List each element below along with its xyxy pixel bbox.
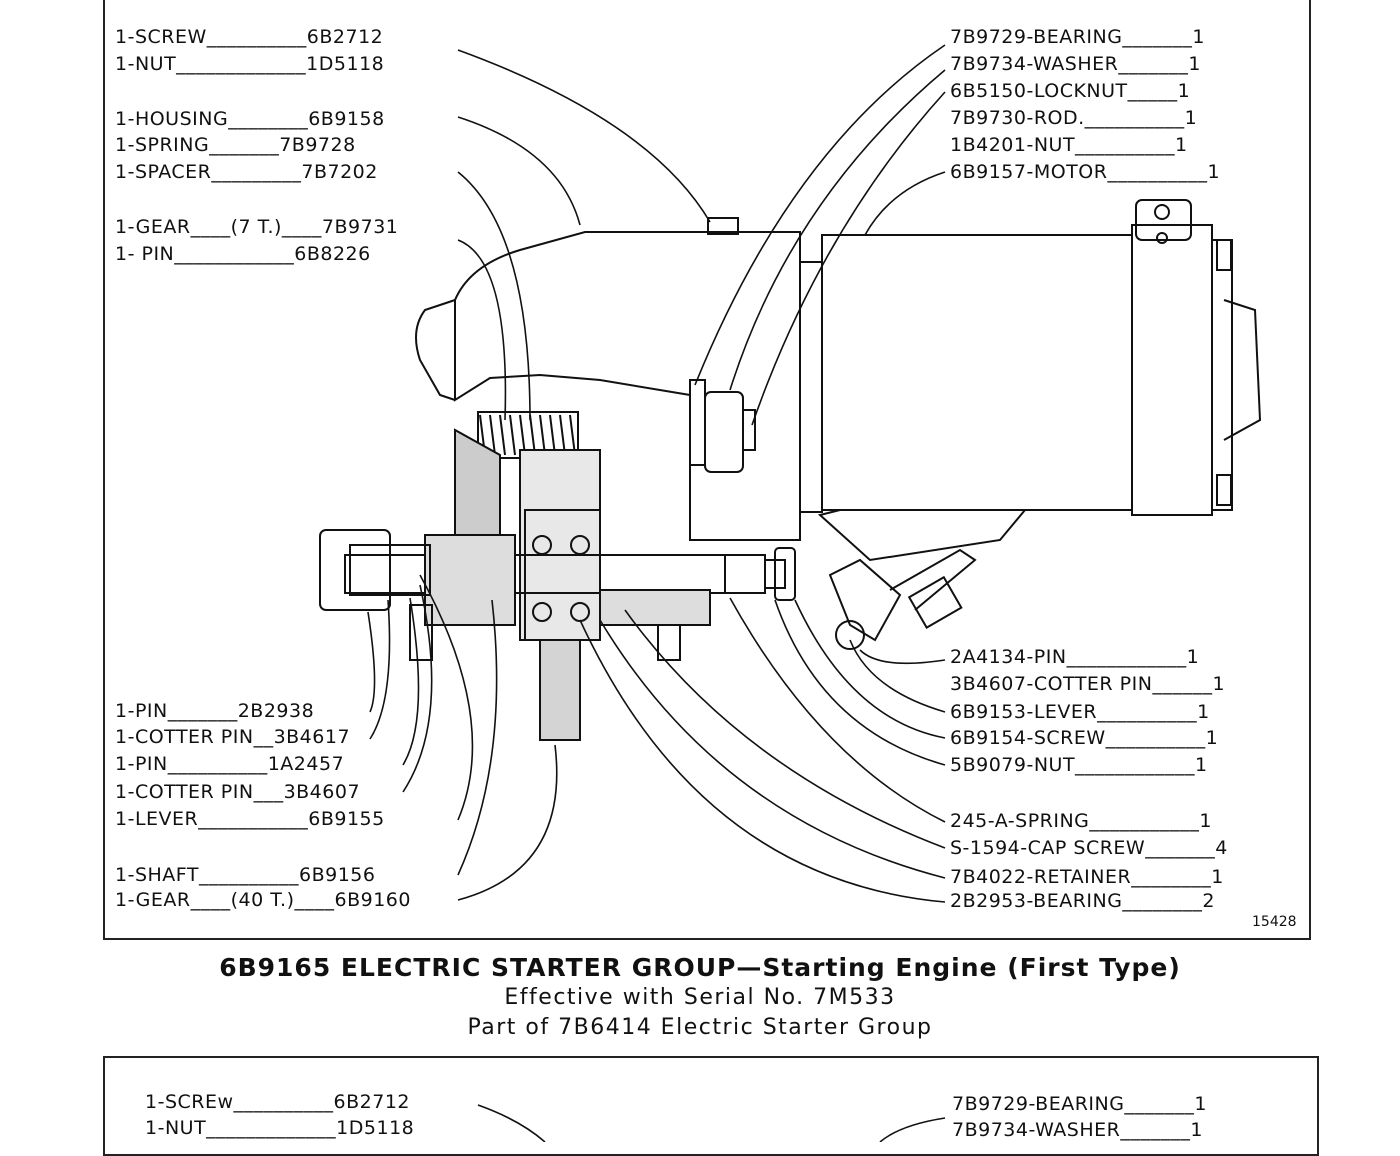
part-label-spring: 1-SPRING_______7B9728 [115,134,356,156]
part-label-cotter-pin: 1-COTTER PIN__3B4617 [115,726,351,748]
part-label-nut: 1-NUT_____________1D5118 [115,53,385,75]
part-label-cotter-pin-2: 1-COTTER PIN___3B4607 [115,781,361,803]
part-label-spacer: 1-SPACER_________7B7202 [115,161,378,183]
large-gear [539,639,581,741]
motor-body [821,234,1133,511]
motor-end-cap [1131,224,1213,516]
part-label-gear-7t: 1-GEAR____(7 T.)____7B9731 [115,216,399,238]
part-label-screw-6b9154: 6B9154-SCREW__________1 [950,727,1219,749]
part-label-pin: 1- PIN____________6B8226 [115,243,371,265]
part-label-spring-245a: 245-A-SPRING___________1 [950,810,1212,832]
part-label-nut-fig2: 1-NUT_____________1D5118 [145,1117,415,1139]
housing [454,231,801,541]
part-label-lever-6b9153: 6B9153-LEVER__________1 [950,701,1210,723]
caption-part-of: Part of 7B6414 Electric Starter Group [467,1015,933,1040]
part-label-bearing: 7B9729-BEARING_______1 [950,26,1206,48]
motor-terminal [1135,199,1192,241]
part-label-cap-screw: S-1594-CAP SCREW_______4 [950,837,1228,859]
lever [319,529,391,611]
part-label-cotter-pin-3b4607: 3B4607-COTTER PIN______1 [950,673,1226,695]
part-label-motor: 6B9157-MOTOR__________1 [950,161,1221,183]
diagram-frame [103,0,1311,940]
spring [479,414,576,456]
part-label-gear-40t: 1-GEAR____(40 T.)____6B9160 [115,889,411,911]
part-label-washer-fig2: 7B9734-WASHER_______1 [952,1119,1203,1141]
part-label-screw-fig2: 1-SCREw__________6B2712 [145,1091,410,1113]
part-label-nut-5b9079: 5B9079-NUT____________1 [950,754,1208,776]
caption-serial: Effective with Serial No. 7M533 [504,985,896,1010]
locknut [704,391,744,473]
part-label-screw: 1-SCREW__________6B2712 [115,26,384,48]
motor-foot [817,509,1026,562]
caption-title: 6B9165 ELECTRIC STARTER GROUP—Starting E… [219,953,1181,982]
retainer [599,589,711,626]
part-label-shaft: 1-SHAFT__________6B9156 [115,864,376,886]
part-label-bearing-fig2: 7B9729-BEARING_______1 [952,1093,1208,1115]
part-label-bearing-2b2953: 2B2953-BEARING________2 [950,890,1216,912]
figure-number: 15428 [1252,914,1297,930]
motor-lever [828,558,902,642]
motor-terminal-box [1223,299,1262,441]
motor-end-plate [1211,239,1233,511]
part-label-housing: 1-HOUSING________6B9158 [115,108,385,130]
part-label-washer: 7B9734-WASHER_______1 [950,53,1201,75]
part-label-retainer: 7B4022-RETAINER________1 [950,866,1224,888]
part-label-rod: 7B9730-ROD.__________1 [950,107,1198,129]
part-label-lever: 1-LEVER___________6B9155 [115,808,385,830]
part-label-pin-1a2457: 1-PIN__________1A2457 [115,753,345,775]
part-label-pin-2a4134: 2A4134-PIN____________1 [950,646,1200,668]
lever-pin [835,620,865,650]
part-label-pin-2b2938: 1-PIN_______2B2938 [115,700,315,722]
part-label-locknut: 6B5150-LOCKNUT_____1 [950,80,1191,102]
part-label-nut-1b4201: 1B4201-NUT__________1 [950,134,1188,156]
nut [774,547,796,601]
